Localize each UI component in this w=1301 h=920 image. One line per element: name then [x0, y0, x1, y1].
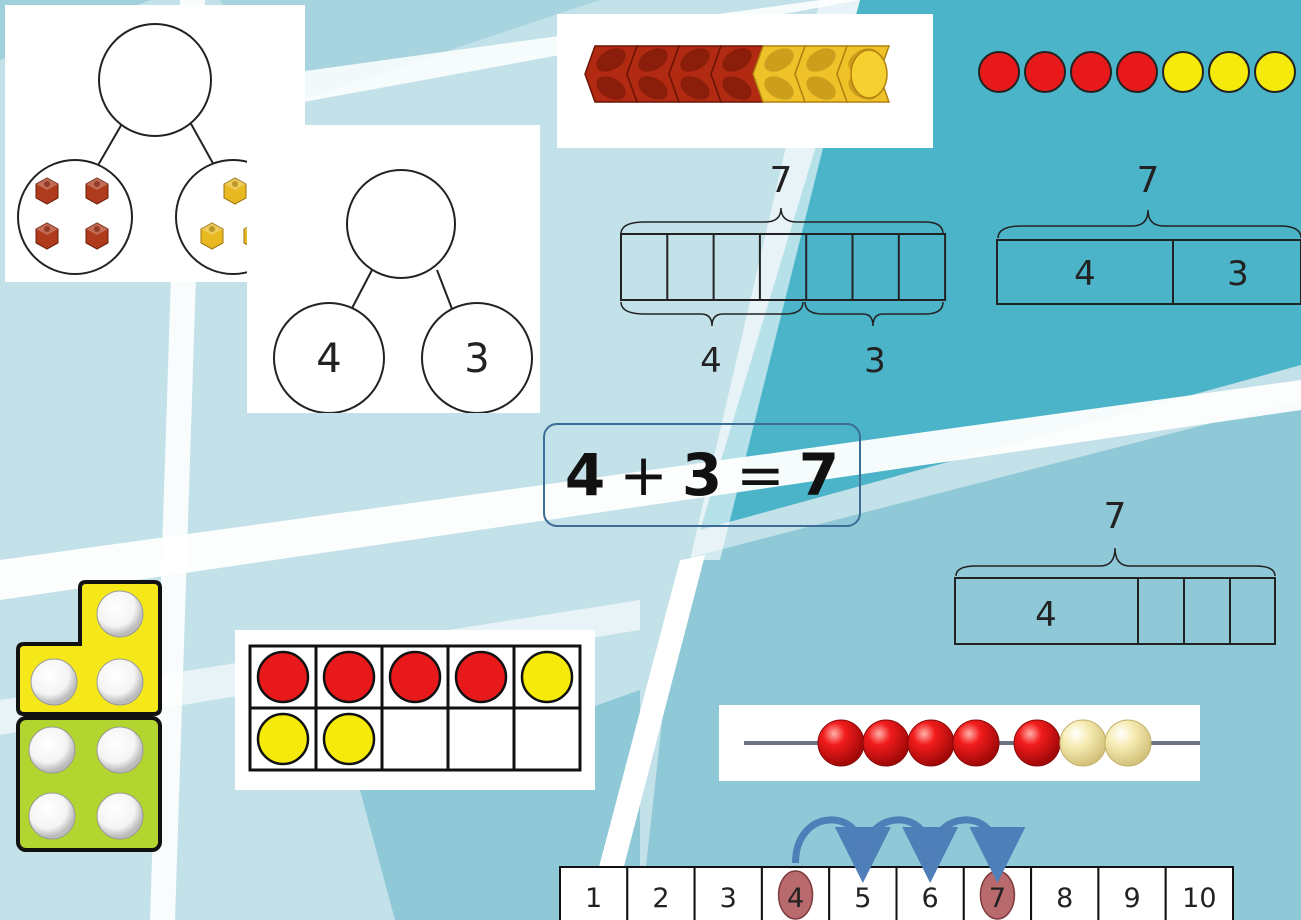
part-circle-left [18, 160, 132, 274]
jump-arrow [863, 820, 930, 863]
yellow-counter [1209, 52, 1249, 92]
ten-frame-cell [382, 708, 448, 770]
cube [36, 223, 58, 249]
red-counter [390, 652, 440, 702]
total-label: 7 [1137, 160, 1160, 201]
number-label: 5 [854, 883, 871, 914]
red-bead [908, 720, 954, 766]
cube [201, 223, 223, 249]
number-label: 7 [989, 883, 1006, 914]
part-b-label: 3 [1227, 254, 1249, 294]
bar-model: 7 4 3 [990, 150, 1301, 310]
dice-blocks [14, 578, 164, 858]
bar-outline [997, 240, 1301, 304]
part-a-brace [621, 302, 803, 326]
total-brace [621, 208, 943, 234]
total-label: 7 [770, 160, 793, 201]
cube [86, 223, 108, 249]
cube [224, 178, 246, 204]
red-counter [1117, 52, 1157, 92]
equation-result: 7 [799, 441, 839, 509]
number-label: 2 [652, 883, 669, 914]
red-counter [324, 652, 374, 702]
bead-string [719, 705, 1200, 781]
jump-arrow [930, 820, 997, 863]
dice-dot [29, 727, 75, 773]
red-counter [979, 52, 1019, 92]
red-counter [1071, 52, 1111, 92]
number-label: 10 [1182, 883, 1216, 914]
part-a-label: 4 [316, 336, 341, 382]
total-brace [998, 210, 1301, 238]
bead-string-card [719, 705, 1200, 781]
number-label: 1 [585, 883, 602, 914]
total-brace [956, 548, 1275, 576]
red-bead [1014, 720, 1060, 766]
dice-dot [29, 793, 75, 839]
part-a-label: 4 [700, 341, 722, 380]
part-whole-numbers-card: 4 3 [247, 125, 540, 413]
part-b-brace [805, 302, 943, 326]
cube-train-card [557, 14, 933, 148]
total-label: 7 [1104, 496, 1127, 537]
number-label: 9 [1123, 883, 1140, 914]
equation-right: 3 [682, 441, 722, 509]
bar-outline [955, 578, 1275, 644]
number-label: 8 [1056, 883, 1073, 914]
red-counter [258, 652, 308, 702]
known-part-label: 4 [1035, 595, 1057, 635]
jump-arrow [796, 820, 863, 863]
cells-bar-model: 7 4 3 [605, 150, 955, 380]
dice-dot [97, 591, 143, 637]
number-label: 3 [720, 883, 737, 914]
cream-bead [1105, 720, 1151, 766]
equation-left: 4 [565, 441, 605, 509]
red-bead [863, 720, 909, 766]
yellow-counter [258, 714, 308, 764]
whole-circle [347, 170, 455, 278]
yellow-counter [1163, 52, 1203, 92]
number-line: 1 2 3 4 5 6 7 8 9 10 [555, 805, 1245, 920]
red-counter [456, 652, 506, 702]
missing-part-bar-model: 7 4 [950, 490, 1285, 650]
ten-frame-card [235, 630, 595, 790]
counter-row [975, 48, 1301, 98]
whole-circle [99, 24, 211, 136]
ten-frame-cell [448, 708, 514, 770]
number-label: 6 [922, 883, 939, 914]
yellow-counter [522, 652, 572, 702]
dice-dot [97, 727, 143, 773]
cube [36, 178, 58, 204]
cream-bead [1060, 720, 1106, 766]
yellow-counter [1255, 52, 1295, 92]
dice-dot [97, 793, 143, 839]
part-a-label: 4 [1074, 254, 1096, 294]
red-counter [1025, 52, 1065, 92]
cube [86, 178, 108, 204]
dice-dot [31, 659, 77, 705]
red-bead [953, 720, 999, 766]
part-b-label: 3 [464, 336, 489, 382]
part-whole-numbers-diagram: 4 3 [247, 125, 540, 413]
ten-frame-cell [514, 708, 580, 770]
part-b-label: 3 [864, 341, 886, 380]
bar-outline [621, 234, 945, 300]
dice-dot [97, 659, 143, 705]
equation-box: 4 + 3 = 7 [543, 423, 861, 527]
equation-equals: = [736, 441, 785, 509]
red-bead [818, 720, 864, 766]
cube-train [557, 14, 933, 148]
cube-end-face [851, 50, 887, 98]
equation-operator: + [619, 441, 668, 509]
yellow-counter [324, 714, 374, 764]
ten-frame [235, 630, 595, 790]
number-label: 4 [787, 883, 804, 914]
